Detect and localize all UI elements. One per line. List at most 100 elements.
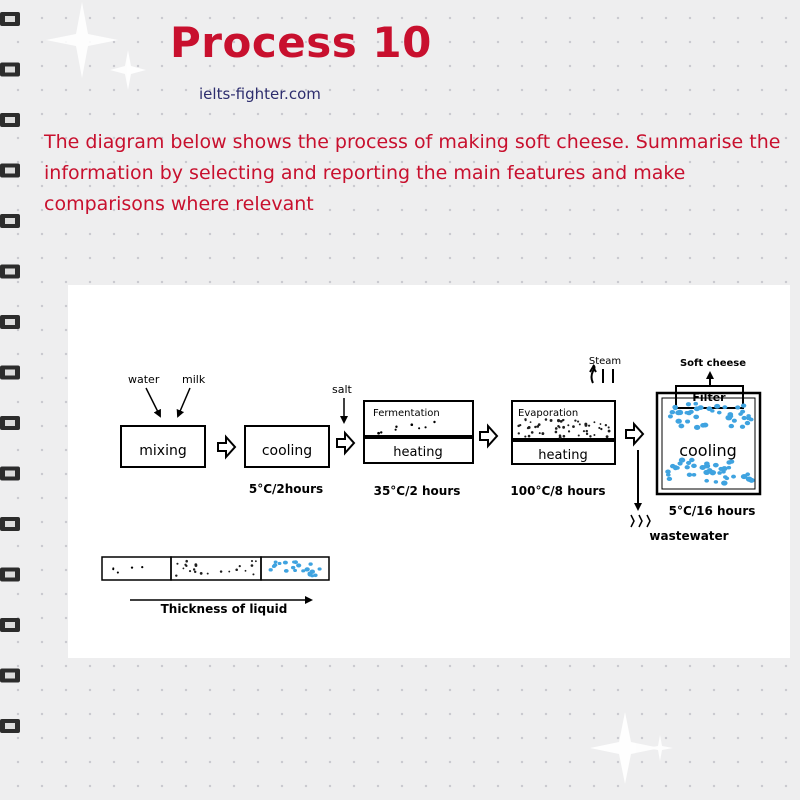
evaporation-box bbox=[511, 400, 616, 465]
particle bbox=[141, 566, 144, 569]
particle bbox=[272, 563, 278, 567]
final-cooling-label: cooling bbox=[679, 441, 737, 460]
particle bbox=[130, 566, 134, 569]
particle bbox=[317, 567, 322, 571]
fermentation-label: Fermentation bbox=[373, 408, 440, 419]
particle bbox=[112, 568, 115, 571]
particle bbox=[675, 466, 680, 470]
spiral-ring bbox=[0, 567, 20, 582]
particle bbox=[684, 465, 690, 470]
flow-arrow-icon bbox=[625, 421, 645, 447]
particle bbox=[549, 419, 553, 422]
steam-icon bbox=[589, 364, 614, 384]
legend-particles bbox=[112, 559, 322, 578]
particle bbox=[665, 469, 671, 474]
spiral-ring bbox=[0, 365, 20, 380]
particle bbox=[574, 419, 577, 422]
particle bbox=[740, 403, 747, 408]
spiral-ring bbox=[0, 618, 20, 632]
particle bbox=[377, 431, 380, 435]
particle bbox=[600, 427, 603, 431]
particle bbox=[577, 434, 580, 437]
particle bbox=[688, 409, 694, 414]
particle bbox=[301, 569, 306, 573]
flow-arrow-icon bbox=[479, 423, 499, 449]
spiral-ring bbox=[0, 62, 20, 77]
particle bbox=[567, 424, 570, 427]
particle bbox=[666, 476, 673, 482]
fermentation-heating-label: heating bbox=[393, 445, 442, 460]
particle bbox=[693, 414, 700, 420]
particle bbox=[686, 472, 693, 477]
particle bbox=[304, 568, 309, 572]
particle bbox=[517, 424, 520, 428]
particle bbox=[313, 573, 318, 578]
wastewater-label: wastewater bbox=[649, 529, 728, 543]
particle bbox=[678, 457, 686, 463]
soft-cheese-label: Soft cheese bbox=[680, 358, 746, 369]
particle bbox=[706, 406, 713, 412]
particle bbox=[672, 406, 678, 411]
spiral-ring bbox=[0, 668, 20, 683]
particle bbox=[559, 420, 563, 423]
particle bbox=[268, 568, 273, 572]
particle bbox=[741, 415, 747, 421]
particle bbox=[193, 570, 197, 574]
particle bbox=[676, 409, 684, 416]
particle bbox=[728, 423, 735, 429]
mixing-label: mixing bbox=[139, 443, 186, 459]
particle bbox=[675, 418, 682, 424]
particle bbox=[693, 424, 701, 430]
particle bbox=[722, 405, 728, 410]
particle bbox=[537, 423, 541, 426]
particle bbox=[554, 430, 558, 434]
legend-label: Thickness of liquid bbox=[161, 602, 288, 616]
particle bbox=[745, 476, 753, 482]
particle bbox=[557, 418, 560, 422]
particle bbox=[182, 567, 185, 570]
particle bbox=[567, 430, 571, 433]
particle bbox=[572, 425, 575, 428]
spiral-ring bbox=[0, 517, 20, 531]
particle bbox=[714, 403, 721, 409]
particle bbox=[238, 565, 241, 568]
particle bbox=[735, 405, 741, 410]
particle bbox=[582, 430, 586, 433]
particle bbox=[727, 413, 734, 419]
particle bbox=[585, 432, 589, 436]
legend-thick-cell bbox=[260, 556, 330, 581]
particle bbox=[713, 480, 719, 484]
particle bbox=[607, 429, 611, 433]
fermentation-box bbox=[363, 400, 474, 464]
particle bbox=[684, 419, 691, 424]
final-cooling-condition: 5°C/16 hours bbox=[669, 504, 756, 518]
particle bbox=[290, 565, 296, 570]
particle bbox=[273, 560, 278, 564]
particle bbox=[188, 570, 192, 573]
particle bbox=[731, 418, 737, 423]
spiral-ring bbox=[0, 315, 20, 329]
evaporation-condition: 100°C/8 hours bbox=[510, 484, 605, 498]
particle bbox=[685, 402, 692, 407]
particle bbox=[704, 478, 710, 483]
particle bbox=[686, 460, 692, 466]
particle bbox=[524, 435, 527, 438]
particle bbox=[562, 434, 566, 438]
cooling-condition: 5°C/2hours bbox=[249, 482, 323, 496]
particle bbox=[731, 474, 736, 479]
particle bbox=[691, 472, 697, 477]
spiral-ring bbox=[0, 113, 20, 127]
spiral-ring bbox=[0, 416, 20, 430]
fermentation-particles bbox=[377, 420, 436, 435]
particle bbox=[693, 401, 699, 406]
particle bbox=[561, 419, 565, 422]
particle bbox=[669, 410, 676, 415]
notebook-spiral-binding bbox=[0, 12, 20, 733]
evaporation-heating-label: heating bbox=[538, 448, 587, 463]
particle bbox=[703, 463, 711, 469]
particle bbox=[250, 564, 254, 567]
cooling-label: cooling bbox=[262, 443, 312, 459]
particle bbox=[307, 572, 313, 577]
particle bbox=[176, 562, 179, 565]
particle bbox=[185, 559, 188, 563]
